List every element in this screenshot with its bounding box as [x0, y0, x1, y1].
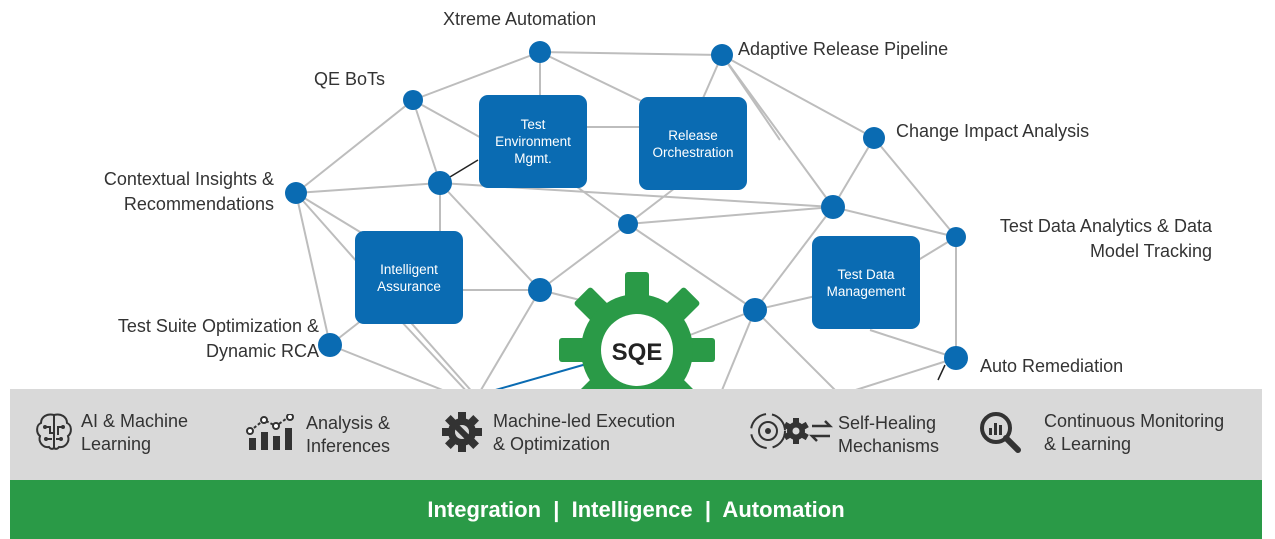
network-edge	[295, 99, 414, 194]
node-label-change-impact: Change Impact Analysis	[896, 121, 1090, 141]
network-node	[403, 90, 423, 110]
network-edge	[754, 206, 834, 311]
network-edge	[721, 54, 834, 208]
network-node	[821, 195, 845, 219]
node-label-contextual-insights: Contextual Insights &Recommendations	[103, 169, 274, 214]
network-edge	[839, 357, 957, 396]
network-node	[863, 127, 885, 149]
network-node	[946, 227, 966, 247]
network-edge	[329, 344, 456, 396]
network-node	[285, 182, 307, 204]
footer-tagline: Integration | Intelligence | Automation	[427, 496, 845, 522]
network-edge	[412, 99, 441, 184]
network-edge	[477, 289, 541, 396]
network-edge	[439, 182, 541, 291]
network-node	[618, 214, 638, 234]
network-edge	[719, 309, 756, 396]
node-label-qe-bots: QE BoTs	[314, 69, 386, 89]
footer-band: Integration | Intelligence | Automation	[10, 480, 1262, 539]
network-node	[318, 333, 342, 357]
network-edge	[873, 137, 957, 238]
network-edge	[627, 206, 834, 225]
network-edge	[412, 99, 486, 141]
network-node	[944, 346, 968, 370]
features-band	[10, 389, 1262, 480]
network-node	[529, 41, 551, 63]
network-edge	[721, 54, 875, 139]
center-label: SQE	[612, 339, 663, 366]
network-edge	[937, 364, 946, 381]
node-label-test-suite-optimization: Test Suite Optimization &Dynamic RCA	[117, 316, 319, 361]
brain-icon	[36, 413, 72, 450]
feature-analysis-inferences: Analysis &Inferences	[306, 413, 391, 456]
network-edge	[754, 309, 841, 396]
node-label-xtreme-automation: Xtreme Automation	[443, 9, 597, 29]
network-node	[743, 298, 767, 322]
network-edge	[832, 206, 957, 238]
gear-wrench-icon	[442, 412, 482, 452]
node-label-auto-remediation: Auto Remediation	[980, 356, 1124, 376]
self-healing-gear-icon	[750, 413, 834, 449]
analysis-chart-icon	[246, 414, 294, 450]
network-node	[528, 278, 552, 302]
node-label-adaptive-release: Adaptive Release Pipeline	[738, 39, 949, 59]
network-edge	[627, 223, 756, 311]
network-edge	[399, 319, 471, 396]
feature-continuous-monitoring: Continuous Monitoring& Learning	[1044, 411, 1225, 454]
network-edge	[295, 192, 366, 236]
network-edge	[412, 51, 541, 101]
feature-machine-led-execution: Machine-led Execution& Optimization	[493, 411, 676, 454]
network-edge	[295, 192, 331, 346]
network-edge	[832, 137, 875, 208]
network-edge	[539, 223, 629, 291]
monitoring-magnifier-icon	[980, 412, 1021, 453]
network-edge	[295, 182, 441, 194]
network-edge	[539, 51, 723, 56]
network-edge	[869, 329, 957, 359]
network-node	[428, 171, 452, 195]
network-node	[711, 44, 733, 66]
